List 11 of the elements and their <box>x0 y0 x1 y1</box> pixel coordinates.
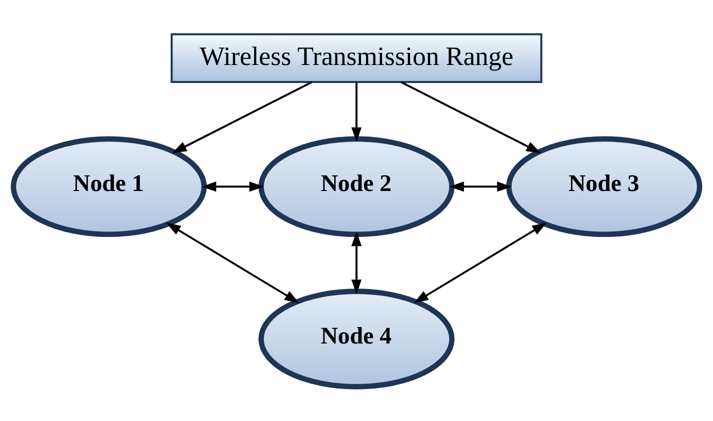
arrow <box>351 232 362 294</box>
arrow <box>351 82 362 142</box>
node-ellipse: Node 2 <box>258 136 455 237</box>
node-box: Wireless Transmission Range <box>170 33 542 83</box>
arrow <box>400 81 541 154</box>
arrow <box>202 182 264 192</box>
arrow <box>166 222 300 304</box>
arrow <box>414 222 547 304</box>
node-ellipse: Node 4 <box>258 288 455 390</box>
arrow <box>449 182 512 192</box>
arrow <box>172 81 312 154</box>
